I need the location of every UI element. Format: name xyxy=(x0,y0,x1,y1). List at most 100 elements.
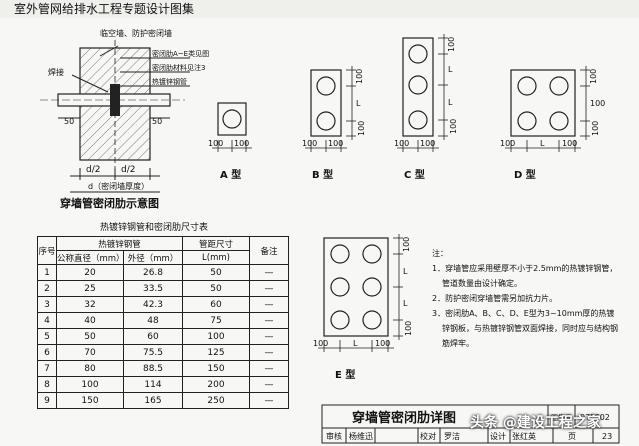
table-cell: 250 xyxy=(182,392,250,409)
b-dim-1: 100 xyxy=(302,139,317,148)
rib-type-b xyxy=(305,66,356,152)
table-cell: 33.5 xyxy=(123,280,183,297)
th-rib-sub: L(mm) xyxy=(182,250,250,265)
type-d-label: D 型 xyxy=(514,168,536,181)
th-pipe: 热镀锌钢管 xyxy=(56,236,183,251)
e-dim-l1: L xyxy=(403,267,408,276)
dim-50-left: 50 xyxy=(64,117,74,126)
tb-check-label: 校对 xyxy=(420,431,436,441)
c-dim-l2: L xyxy=(448,98,453,107)
note-line: 3．密闭肋A、B、C、D、E型为3~10mm厚的热镀 xyxy=(432,309,615,318)
table-cell: 70 xyxy=(56,344,124,361)
table-cell: — xyxy=(249,344,289,361)
table-cell: — xyxy=(249,280,289,297)
table-cell: 100 xyxy=(182,328,250,345)
table-cell: 25 xyxy=(56,280,124,297)
b-dim-l: L xyxy=(356,99,361,108)
section-caption: 穿墙管密闭肋示意图 xyxy=(60,196,159,210)
atlas-no: 07FS02 xyxy=(580,413,610,422)
table-cell: 40 xyxy=(56,312,124,329)
table-cell: 60 xyxy=(123,328,183,345)
table-cell: — xyxy=(249,392,289,409)
table-cell: 50 xyxy=(182,264,250,281)
table-cell: 5 xyxy=(37,328,57,345)
tb-page-no: 23 xyxy=(602,432,612,441)
table-cell: 75.5 xyxy=(123,344,183,361)
type-b-label: B 型 xyxy=(312,168,333,181)
note-line: 筋焊牢。 xyxy=(442,339,474,348)
table-cell: 200 xyxy=(182,376,250,393)
notes: 注： 1．穿墙管应采用壁厚不小于2.5mm的热镀锌钢管， 管道数量由设计确定。 … xyxy=(432,246,632,351)
table-cell: 3 xyxy=(37,296,57,313)
c-dim-2: 100 xyxy=(420,139,435,148)
title-block xyxy=(321,404,620,444)
table-cell: 165 xyxy=(123,392,183,409)
th-no: 序号 xyxy=(37,236,57,265)
b-dim-4: 100 xyxy=(357,121,366,136)
table-cell: 150 xyxy=(56,392,124,409)
table-cell: 1 xyxy=(37,264,57,281)
note-line: 2．防护密闭穿墙管需另加抗力片。 xyxy=(432,294,558,303)
rib-type-a xyxy=(212,102,252,152)
table-cell: 42.3 xyxy=(123,296,183,313)
type-a-label: A 型 xyxy=(220,168,241,181)
th-nominal: 公称直径（mm） xyxy=(56,250,125,265)
table-cell: 60 xyxy=(182,296,250,313)
dim-half-right: d/2 xyxy=(121,165,135,175)
label-weld: 焊接 xyxy=(48,67,64,77)
table-cell: 2 xyxy=(37,280,57,297)
e-dim-l: L xyxy=(353,339,358,348)
table-cell: 26.8 xyxy=(123,264,183,281)
a-dim-1: 100 xyxy=(208,139,223,148)
note-line: 1．穿墙管应采用壁厚不小于2.5mm的热镀锌钢管， xyxy=(432,264,618,273)
tb-review-label: 审核 xyxy=(326,431,342,441)
tb-check-name: 罗洁 xyxy=(444,431,460,441)
table-cell: 80 xyxy=(56,360,124,377)
table-cell: 150 xyxy=(182,360,250,377)
type-c-label: C 型 xyxy=(404,168,425,181)
c-dim-1: 100 xyxy=(394,139,409,148)
b-dim-3: 100 xyxy=(355,69,364,84)
header-band xyxy=(0,0,639,18)
table-cell: 48 xyxy=(123,312,183,329)
d-dim-1: 100 xyxy=(500,139,515,148)
header-text: 室外管网给排水工程专题设计图集 xyxy=(14,1,194,16)
tb-review-name: 杨维迅 xyxy=(349,431,373,441)
e-dim-l2: L xyxy=(403,299,408,308)
dim-wall-thk: d（密闭墙厚度） xyxy=(88,181,149,191)
table-cell: — xyxy=(249,360,289,377)
table-cell: 88.5 xyxy=(123,360,183,377)
c-dim-4: 100 xyxy=(449,119,458,134)
table-cell: 50 xyxy=(56,328,124,345)
table-cell: 100 xyxy=(56,376,124,393)
rib-type-c xyxy=(397,34,448,152)
tb-page-label: 页 xyxy=(568,432,576,441)
dim-50-right: 50 xyxy=(152,117,162,126)
table-cell: 114 xyxy=(123,376,183,393)
table-cell: 125 xyxy=(182,344,250,361)
label-rib-material: 密闭肋材料见注3 xyxy=(152,63,205,72)
table-cell: 4 xyxy=(37,312,57,329)
table-cell: 6 xyxy=(37,344,57,361)
wall-section-diagram: 临空墙、防护密闭墙 焊接 密闭肋A~E类见图 密闭肋材料见注3 热镀锌钢管 50… xyxy=(40,28,209,210)
th-remark: 备注 xyxy=(249,236,289,265)
a-dim-2: 100 xyxy=(234,139,249,148)
table-title: 热镀锌钢管和密闭肋尺寸表 xyxy=(100,221,208,233)
notes-title: 注： xyxy=(432,249,448,258)
d-dim-2: 100 xyxy=(562,139,577,148)
type-e-label: E 型 xyxy=(335,368,355,381)
label-pipe: 热镀锌钢管 xyxy=(152,77,187,86)
e-dim-4: 100 xyxy=(404,321,413,336)
table-cell: 32 xyxy=(56,296,124,313)
table-cell: — xyxy=(249,376,289,393)
th-outer: 外径（mm） xyxy=(123,250,183,265)
